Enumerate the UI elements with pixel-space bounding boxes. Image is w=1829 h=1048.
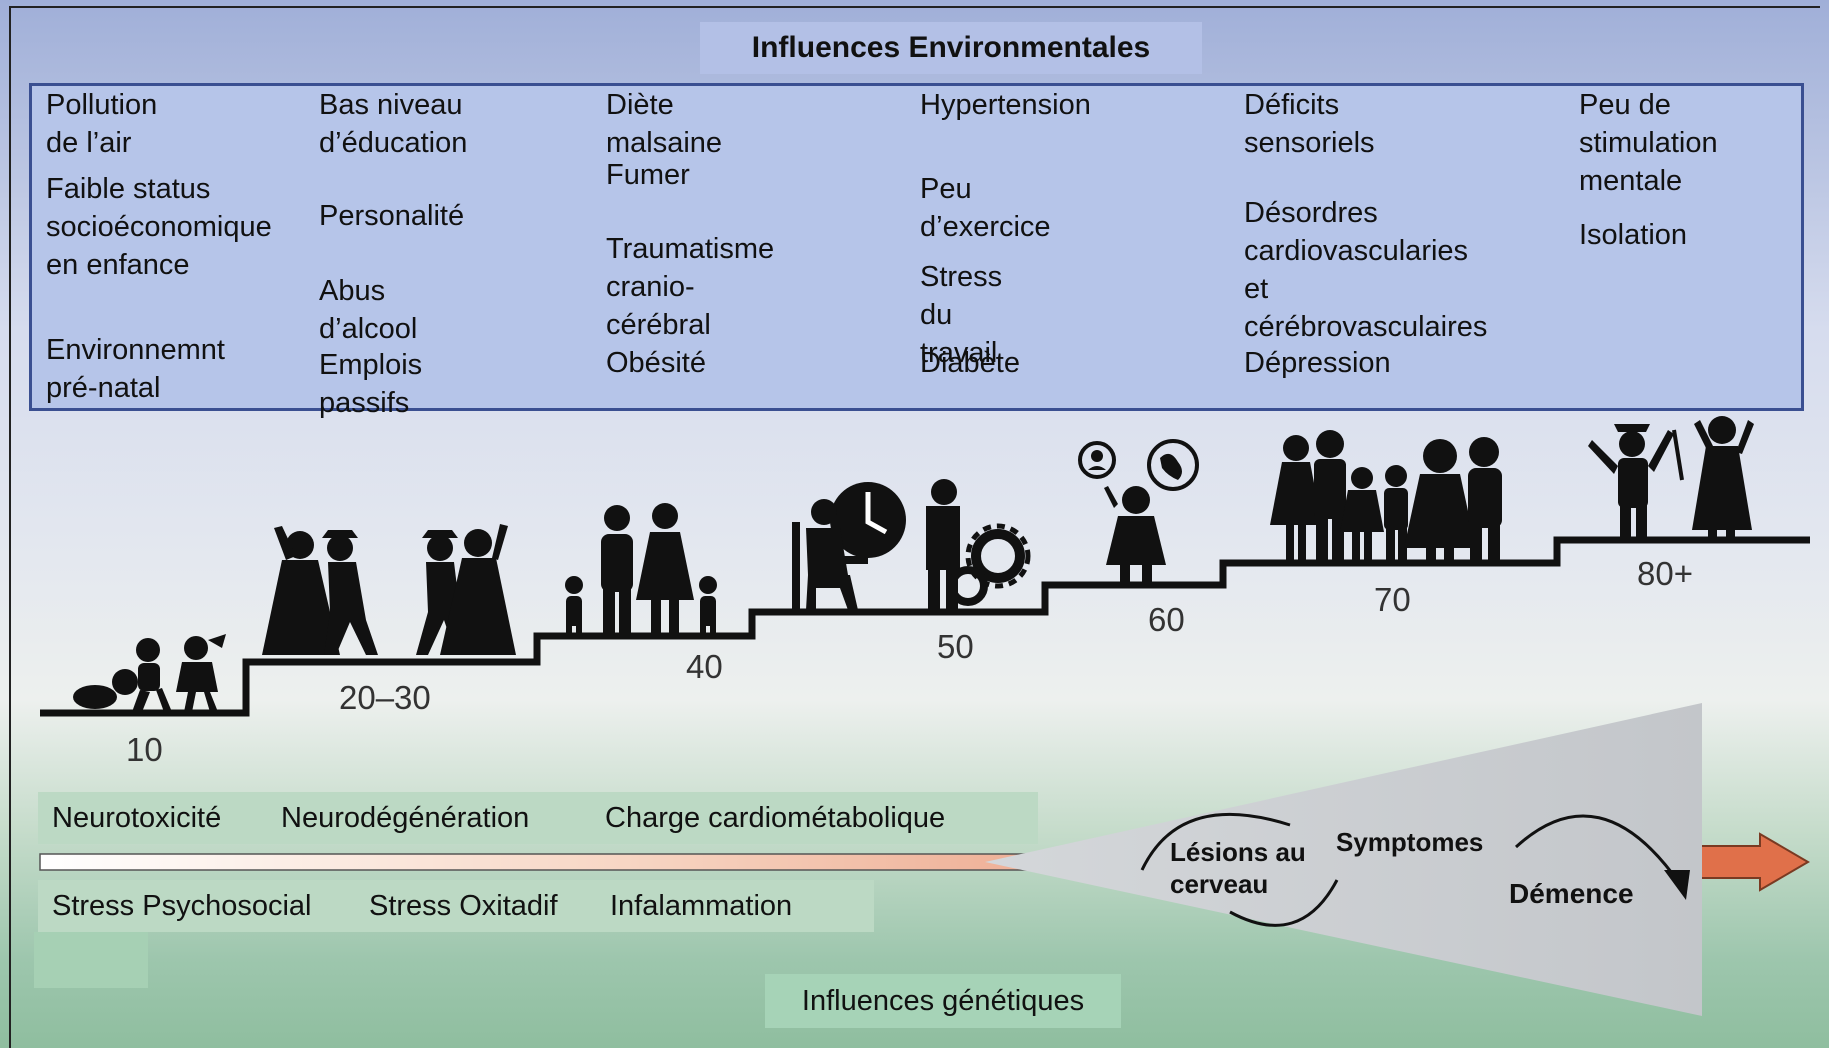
age-label: 60 (1148, 601, 1185, 638)
biological-factor: Stress Psychosocial (52, 890, 312, 922)
factor-item: Faible status socioéconomique en enfance (46, 173, 272, 281)
factor-item: Bas niveau d’éducation (319, 89, 468, 159)
cycle-arrow-icon (1140, 812, 1291, 871)
brain-lesions-label: Lésions au cerveau (1170, 837, 1306, 899)
factor-item: Fumer (606, 159, 690, 191)
age-label: 80+ (1637, 555, 1693, 592)
color-swatch (34, 932, 148, 988)
factor-item: Désordres cardiovascularies et cérébrova… (1244, 197, 1488, 343)
factor-item: Hypertension (920, 89, 1091, 121)
factor-item: Emplois passifs (319, 349, 423, 419)
retiree-icon (1078, 439, 1199, 585)
factor-item: Traumatisme cranio-cérébral (606, 233, 775, 341)
symptoms-label: Symptomes (1336, 827, 1484, 857)
factor-item: Personalité (319, 200, 465, 232)
grandparents-family-icon (1270, 430, 1502, 561)
figure-frame (9, 6, 1820, 1048)
work-stress-icon (792, 479, 1031, 612)
age-label: 20–30 (339, 679, 431, 716)
environmental-factors-box: Pollution de l’air Faible status socioéc… (29, 83, 1804, 419)
factor-item: Peu d’exercice (920, 173, 1051, 243)
biological-factor: Charge cardiométabolique (605, 802, 946, 834)
age-label: 10 (126, 731, 163, 768)
dementia-progression-wedge (985, 703, 1702, 1016)
factor-item: Obésité (606, 347, 706, 379)
factor-item: Pollution de l’air (46, 89, 158, 159)
factor-item: Diabète (920, 347, 1020, 379)
factor-item: Environnemnt pré-natal (46, 334, 225, 404)
cycle-arrow-icon (1229, 879, 1339, 927)
elderly-couple-icon (1588, 416, 1754, 540)
factor-item: Abus d’alcool (319, 275, 418, 345)
genetic-influences-label: Influences génétiques (765, 974, 1121, 1028)
factor-item: Peu de stimulation mentale (1579, 89, 1718, 197)
factor-item: Isolation (1579, 219, 1688, 251)
biological-factor: Infalammation (610, 890, 793, 922)
arrowhead-icon (1664, 870, 1690, 900)
factor-item: Dépression (1244, 347, 1391, 379)
age-label: 70 (1374, 581, 1411, 618)
cycle-arrow-icon (1514, 814, 1682, 885)
age-label: 40 (686, 648, 723, 685)
factor-item: Diète malsaine (606, 89, 723, 159)
age-label: 50 (937, 628, 974, 665)
factor-item: Déficits sensoriels (1244, 89, 1375, 159)
biological-factor: Neurotoxicité (52, 802, 222, 834)
dementia-label: Démence (1509, 878, 1634, 909)
biological-factor: Neurodégénération (281, 802, 530, 834)
age-staircase (40, 536, 1810, 717)
dancing-couples-icon (262, 524, 516, 655)
factor-item: Stress du travail (920, 261, 1003, 369)
progression-arrow-icon (1699, 832, 1810, 892)
biological-factor: Stress Oxitadif (369, 890, 558, 922)
children-silhouette-icon (73, 634, 226, 712)
family-icon (565, 503, 717, 636)
biological-factors-bottom: Stress Psychosocial Stress Oxitadif Infa… (38, 880, 874, 932)
biological-factors-top: Neurotoxicité Neurodégénération Charge c… (38, 792, 1038, 844)
environmental-influences-title: Influences Environmentales (700, 22, 1202, 74)
